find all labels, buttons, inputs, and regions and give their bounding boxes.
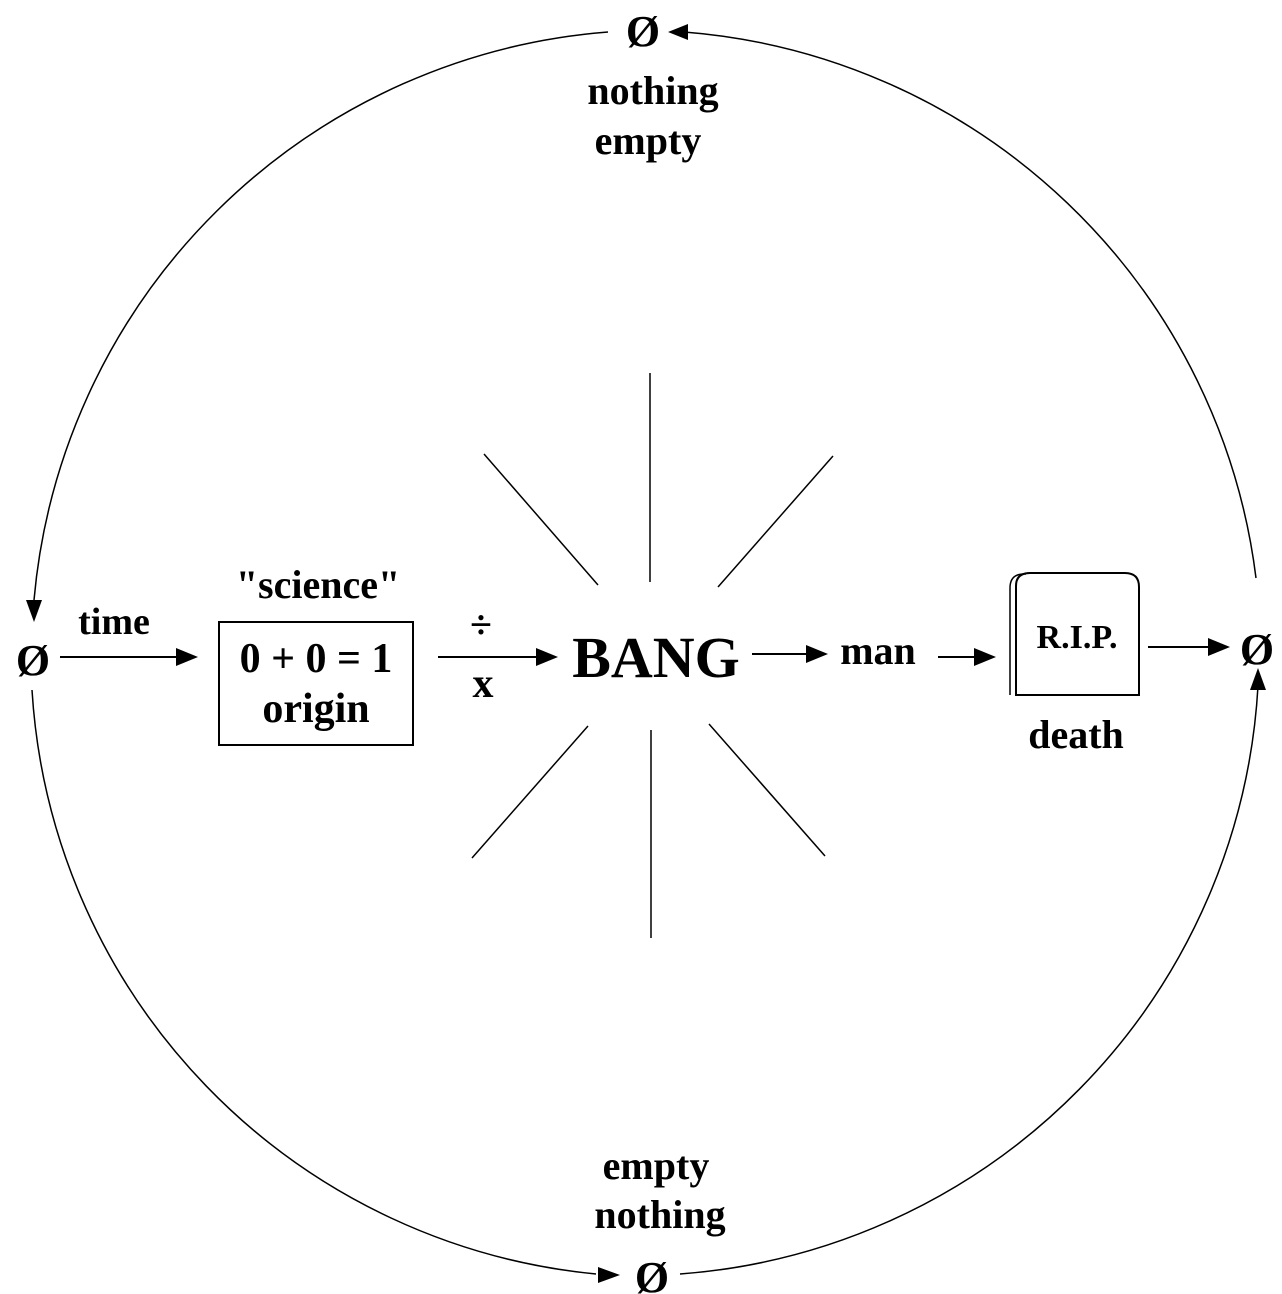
divide-symbol: ÷	[470, 602, 492, 647]
arc-left-to-bottom	[31, 689, 597, 1275]
equation-text: 0 + 0 = 1	[240, 636, 393, 682]
arrow-man-head	[806, 645, 828, 663]
multiply-symbol: x	[473, 661, 494, 707]
origin-text: origin	[262, 686, 369, 732]
null-node-top: Ø	[626, 7, 660, 56]
time-label: time	[78, 601, 150, 643]
arrowhead-right	[1250, 668, 1266, 690]
origin-box	[218, 621, 414, 746]
arrowhead-bottom	[598, 1267, 620, 1283]
arrow-death-head	[974, 648, 996, 666]
cycle-arcs	[31, 31, 1259, 1275]
null-node-right: Ø	[1240, 625, 1274, 674]
arrow-bang-head	[536, 648, 558, 666]
bang-burst	[471, 373, 834, 938]
man-label: man	[840, 628, 916, 673]
bottom-label-empty: empty	[603, 1143, 710, 1188]
arrow-time-head	[176, 648, 198, 666]
null-node-bottom: Ø	[635, 1253, 669, 1294]
arrowhead-left	[26, 600, 42, 622]
arc-top-to-left	[33, 31, 609, 601]
arc-right-to-top	[683, 31, 1257, 579]
science-label: "science"	[236, 562, 400, 607]
bottom-label-nothing: nothing	[594, 1192, 725, 1237]
arc-bottom-to-right	[679, 685, 1259, 1275]
arrowhead-top	[668, 24, 688, 40]
bang-text: BANG	[572, 625, 740, 690]
rip-text: R.I.P.	[1037, 619, 1118, 656]
tombstone-icon	[1009, 572, 1140, 696]
arc-arrowheads	[26, 24, 1266, 1283]
top-label-nothing: nothing	[587, 68, 718, 113]
death-label: death	[1028, 712, 1124, 757]
top-label-empty: empty	[595, 118, 702, 163]
arrow-end-head	[1208, 638, 1230, 656]
null-node-left: Ø	[16, 636, 50, 685]
